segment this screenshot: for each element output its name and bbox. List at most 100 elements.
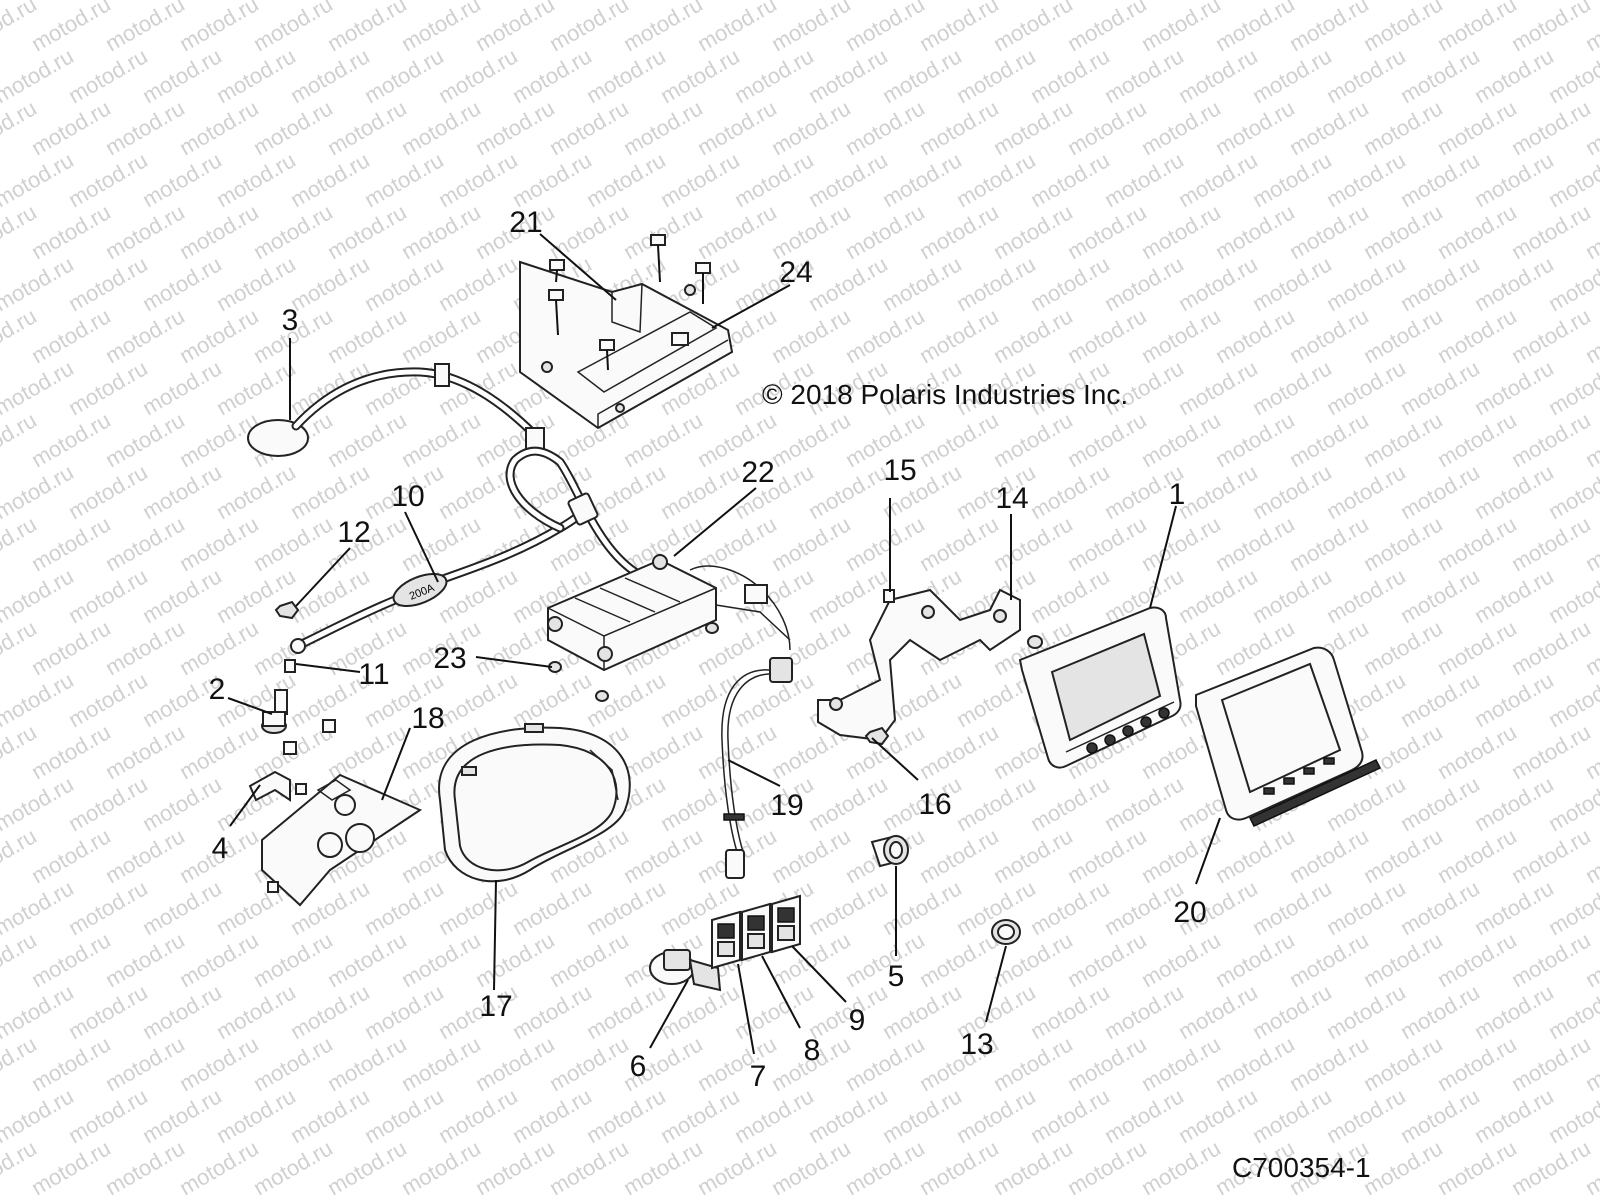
watermark-text: motod.ru bbox=[582, 667, 670, 732]
part-5-power-socket bbox=[870, 834, 909, 868]
watermark-text: motod.ru bbox=[175, 303, 263, 368]
watermark-text: motod.ru bbox=[1100, 43, 1188, 108]
watermark-text: motod.ru bbox=[1359, 1135, 1447, 1200]
watermark-text: motod.ru bbox=[1396, 875, 1484, 940]
watermark-text: motod.ru bbox=[1100, 251, 1188, 316]
watermark-text: motod.ru bbox=[952, 43, 1040, 108]
watermark-text: motod.ru bbox=[1100, 979, 1188, 1044]
watermark-text: motod.ru bbox=[841, 303, 929, 368]
watermark-text: motod.ru bbox=[693, 1135, 781, 1200]
watermark-text: motod.ru bbox=[1396, 1083, 1484, 1148]
watermark-text: motod.ru bbox=[619, 1135, 707, 1200]
watermark-text: motod.ru bbox=[27, 511, 115, 576]
part-17-instrument-cluster bbox=[438, 723, 631, 883]
watermark-text: motod.ru bbox=[249, 199, 337, 264]
watermark-text: motod.ru bbox=[101, 303, 189, 368]
watermark-text: motod.ru bbox=[1026, 43, 1114, 108]
watermark-text: motod.ru bbox=[1359, 927, 1447, 992]
watermark-text: motod.ru bbox=[434, 667, 522, 732]
watermark-text: motod.ru bbox=[1396, 251, 1484, 316]
watermark-text: motod.ru bbox=[1433, 823, 1521, 888]
watermark-text: motod.ru bbox=[1470, 355, 1558, 420]
watermark-text: motod.ru bbox=[878, 251, 966, 316]
watermark-text: motod.ru bbox=[1322, 251, 1410, 316]
watermark-text: motod.ru bbox=[1322, 43, 1410, 108]
watermark-text: motod.ru bbox=[27, 1135, 115, 1200]
watermark-text: motod.ru bbox=[767, 303, 855, 368]
watermark-text: motod.ru bbox=[1507, 719, 1595, 784]
watermark-text: motod.ru bbox=[989, 95, 1077, 160]
bracket-clip bbox=[1027, 635, 1043, 649]
watermark-text: motod.ru bbox=[323, 95, 411, 160]
watermark-text: motod.ru bbox=[804, 251, 892, 316]
callout-13: 13 bbox=[960, 1028, 993, 1061]
callout-8: 8 bbox=[804, 1034, 821, 1067]
part-9-rocker-switch bbox=[771, 894, 801, 954]
part-24-screws bbox=[548, 234, 711, 371]
watermark-text: motod.ru bbox=[952, 251, 1040, 316]
part-4-clip bbox=[248, 770, 291, 802]
watermark-text: motod.ru bbox=[138, 979, 226, 1044]
part-3-antenna-cable bbox=[247, 363, 545, 457]
callout-7: 7 bbox=[750, 1060, 767, 1093]
watermark-text: motod.ru bbox=[1322, 459, 1410, 524]
watermark-text: motod.ru bbox=[286, 43, 374, 108]
watermark-text: motod.ru bbox=[804, 1083, 892, 1148]
watermark-text: motod.ru bbox=[175, 199, 263, 264]
watermark-text: motod.ru bbox=[1026, 771, 1114, 836]
watermark-text: motod.ru bbox=[249, 511, 337, 576]
watermark-text: motod.ru bbox=[64, 251, 152, 316]
watermark-text: motod.ru bbox=[1137, 1135, 1225, 1200]
watermark-text: motod.ru bbox=[286, 355, 374, 420]
watermark-text: motod.ru bbox=[915, 407, 1003, 472]
watermark-text: motod.ru bbox=[1285, 1031, 1373, 1096]
part-12-nut bbox=[274, 600, 300, 620]
watermark-text: motod.ru bbox=[1507, 0, 1595, 56]
watermark-text: motod.ru bbox=[730, 147, 818, 212]
watermark-text: motod.ru bbox=[286, 979, 374, 1044]
watermark-text: motod.ru bbox=[1359, 407, 1447, 472]
callout-11: 11 bbox=[358, 658, 389, 691]
watermark-text: motod.ru bbox=[397, 95, 485, 160]
watermark-text: motod.ru bbox=[212, 563, 300, 628]
callout-12: 12 bbox=[337, 516, 370, 549]
watermark-text: motod.ru bbox=[27, 199, 115, 264]
callout-17: 17 bbox=[479, 990, 512, 1023]
watermark-text: motod.ru bbox=[471, 1031, 559, 1096]
watermark-text: motod.ru bbox=[1433, 719, 1521, 784]
watermark-text: motod.ru bbox=[101, 1031, 189, 1096]
watermark-text: motod.ru bbox=[841, 927, 929, 992]
watermark-text: motod.ru bbox=[1322, 563, 1410, 628]
watermark-text: motod.ru bbox=[1137, 199, 1225, 264]
watermark-text: motod.ru bbox=[915, 0, 1003, 56]
watermark-text: motod.ru bbox=[952, 771, 1040, 836]
watermark-text: motod.ru bbox=[175, 95, 263, 160]
watermark-text: motod.ru bbox=[619, 823, 707, 888]
watermark-text: motod.ru bbox=[64, 667, 152, 732]
callout-numbers: 1 2 3 4 5 6 7 8 9 10 11 12 13 14 15 16 1… bbox=[209, 206, 1207, 1093]
watermark-text: motod.ru bbox=[175, 1031, 263, 1096]
watermark-text: motod.ru bbox=[656, 1083, 744, 1148]
watermark-text: motod.ru bbox=[1359, 0, 1447, 56]
watermark-text: motod.ru bbox=[730, 563, 818, 628]
watermark-text: motod.ru bbox=[360, 979, 448, 1044]
part-7-rocker-switch bbox=[711, 910, 741, 970]
watermark-text: motod.ru bbox=[1470, 251, 1558, 316]
watermark-text: motod.ru bbox=[175, 719, 263, 784]
watermark-text: motod.ru bbox=[656, 147, 744, 212]
watermark-text: motod.ru bbox=[360, 1083, 448, 1148]
watermark-text: motod.ru bbox=[1063, 511, 1151, 576]
watermark-text: motod.ru bbox=[804, 875, 892, 940]
watermark-text: motod.ru bbox=[915, 95, 1003, 160]
callout-23: 23 bbox=[433, 642, 466, 675]
watermark-text: motod.ru bbox=[1211, 95, 1299, 160]
watermark-text: motod.ru bbox=[1248, 979, 1336, 1044]
watermark-text: motod.ru bbox=[545, 95, 633, 160]
watermark-text: motod.ru bbox=[1396, 667, 1484, 732]
copyright-notice: © 2018 Polaris Industries Inc. bbox=[762, 379, 1128, 410]
watermark-text: motod.ru bbox=[841, 511, 929, 576]
watermark-text: motod.ru bbox=[1359, 199, 1447, 264]
watermark-text: motod.ru bbox=[619, 95, 707, 160]
callout-15: 15 bbox=[883, 454, 916, 487]
watermark-text: motod.ru bbox=[545, 1135, 633, 1200]
